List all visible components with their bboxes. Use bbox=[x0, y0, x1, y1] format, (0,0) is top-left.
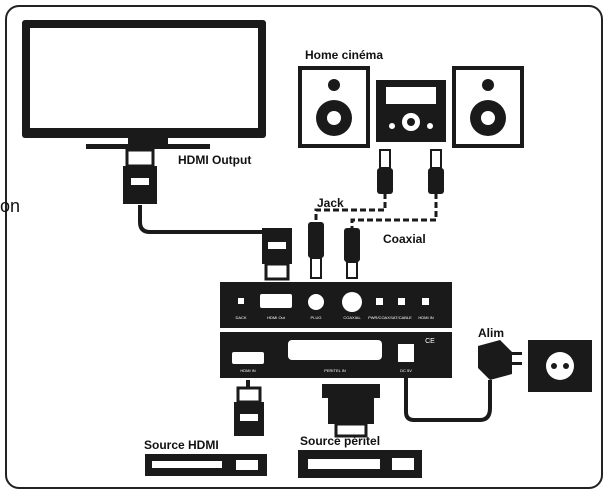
top-panel-port-labels: DACK HDMI Out PLUG COAXIAL PWR/COAX SAT/… bbox=[235, 315, 433, 320]
port-label-hdmi-out: HDMI Out bbox=[267, 315, 286, 320]
port-label-coaxial: COAXIAL bbox=[343, 315, 361, 320]
port-label-hdmi-in: HDMI IN bbox=[418, 315, 433, 320]
port-label-dack: DACK bbox=[235, 315, 246, 320]
left-text-fragment: on bbox=[0, 196, 21, 216]
peritel-plug-icon bbox=[322, 384, 380, 438]
power-cable bbox=[404, 372, 492, 422]
coaxial-label: Coaxial bbox=[383, 232, 426, 246]
left-speaker-icon bbox=[298, 66, 370, 148]
coaxial-plug-bottom-icon bbox=[344, 228, 360, 279]
hdmi-plug-source-icon bbox=[234, 386, 264, 436]
amplifier-icon bbox=[376, 80, 446, 142]
jack-cable bbox=[314, 193, 387, 222]
coaxial-cable bbox=[350, 193, 438, 228]
source-peritel-label: Source péritel bbox=[300, 434, 381, 448]
right-speaker-icon bbox=[452, 66, 524, 148]
ce-mark: CE bbox=[425, 338, 435, 345]
hdmi-plug-box-icon bbox=[262, 228, 292, 281]
port-label-plug: PLUG bbox=[311, 315, 322, 320]
port-label-pwr: PWR/COAX bbox=[368, 315, 390, 320]
bottom-panel-port-labels: HDMI IN PERITEL IN DC 5V CE bbox=[240, 338, 435, 373]
diagram-frame bbox=[5, 5, 603, 489]
alim-label: Alim bbox=[478, 326, 505, 340]
power-adapter-icon bbox=[478, 340, 522, 380]
jack-plug-top-icon bbox=[377, 149, 393, 194]
source-peritel-device-icon bbox=[298, 450, 422, 478]
wall-socket-icon bbox=[528, 340, 592, 392]
source-hdmi-label: Source HDMI bbox=[144, 438, 219, 452]
port-label-peritel-in: PERITEL IN bbox=[324, 368, 346, 373]
jack-label: Jack bbox=[317, 196, 344, 210]
home-cinema-label: Home cinéma bbox=[305, 48, 384, 62]
coaxial-plug-top-icon bbox=[428, 149, 444, 194]
source-hdmi-device-icon bbox=[145, 454, 267, 476]
hdmi-output-label: HDMI Output bbox=[178, 153, 252, 167]
jack-plug-bottom-icon bbox=[308, 222, 324, 279]
device-rear-panel-bottom bbox=[220, 332, 452, 378]
device-rear-panel-top bbox=[220, 282, 452, 328]
tv-icon bbox=[22, 20, 266, 149]
port-label-dc5v: DC 5V bbox=[400, 368, 412, 373]
port-label-hdmi-in-bottom: HDMI IN bbox=[240, 368, 255, 373]
hdmi-output-cable bbox=[138, 205, 278, 243]
port-label-sat: SAT/CABLE bbox=[390, 315, 412, 320]
hdmi-plug-tv-icon bbox=[123, 148, 157, 204]
